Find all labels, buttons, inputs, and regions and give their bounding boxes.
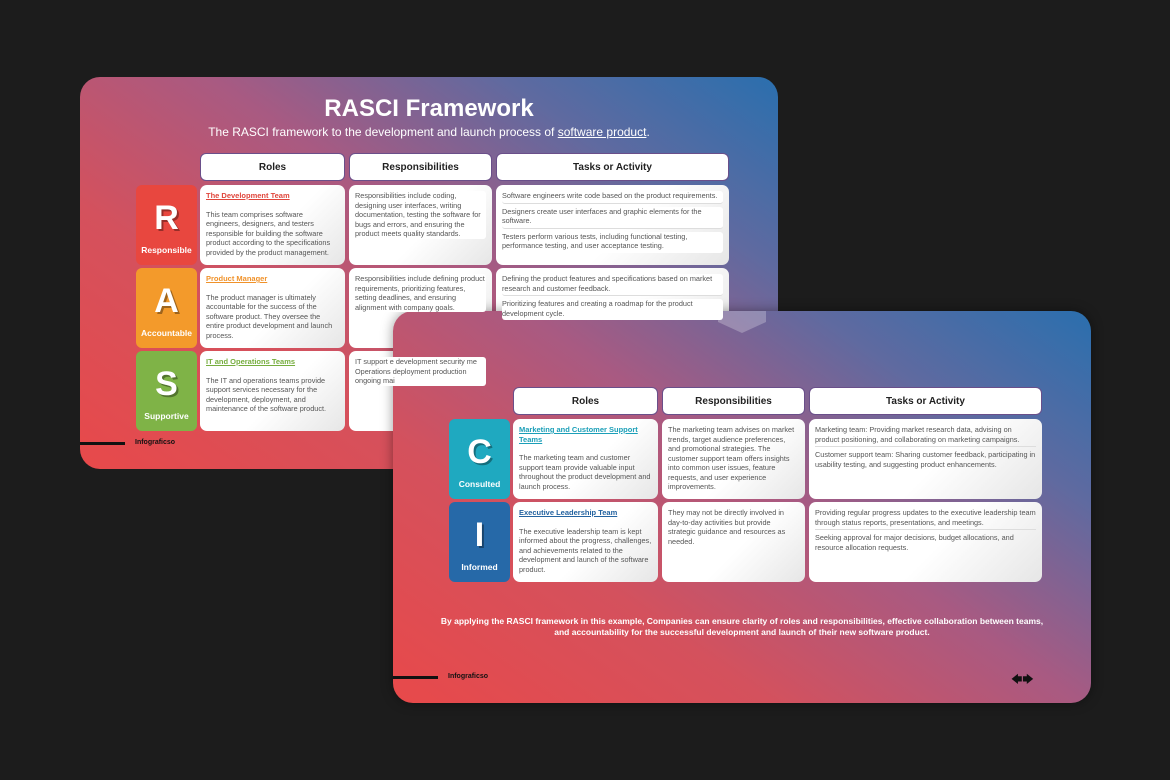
role-description: The marketing team and customer support …	[519, 453, 651, 491]
role-description: The executive leadership team is kept in…	[519, 526, 652, 574]
rasci-tile-consulted: C Consulted	[449, 419, 510, 499]
hexagon-decoration	[718, 311, 766, 333]
tasks-cell: Providing regular progress updates to th…	[809, 502, 1042, 582]
footer-bar	[393, 676, 438, 679]
task-item: Customer support team: Sharing customer …	[815, 450, 1036, 469]
tasks-cell: Software engineers write code based on t…	[496, 185, 729, 265]
role-title-link[interactable]: IT and Operations Teams	[206, 357, 296, 366]
letter-c-icon: C	[467, 433, 492, 471]
brand-label: Infograficso	[448, 673, 489, 680]
task-item: Providing regular progress updates to th…	[815, 508, 1036, 530]
header-1: Responsibilities	[349, 153, 492, 181]
responsibility-text: Responsibilities include coding, designi…	[355, 191, 486, 239]
responsibility-cell: The marketing team advises on market tre…	[662, 419, 805, 499]
tile-label: Supportive	[144, 411, 189, 421]
tile-label: Informed	[461, 562, 498, 572]
rasci-tile-accountable: A Accountable	[136, 268, 197, 348]
letter-s-icon: S	[155, 365, 178, 403]
task-item: Marketing team: Providing market researc…	[815, 425, 1036, 447]
letter-r-icon: R	[154, 199, 179, 237]
role-title-link[interactable]: Marketing and Customer Support Teams	[519, 425, 638, 444]
task-item: Testers perform various tests, including…	[502, 231, 723, 253]
slide-title: RASCI Framework	[324, 95, 534, 122]
brand-label: Infograficso	[135, 439, 176, 446]
role-title-link[interactable]: The Development Team	[206, 191, 290, 200]
role-title-link[interactable]: Product Manager	[206, 274, 268, 283]
letter-i-icon: I	[474, 516, 485, 554]
header-0: Roles	[200, 153, 345, 181]
task-item: Seeking approval for major decisions, bu…	[815, 533, 1014, 552]
role-description: The IT and operations teams provide supp…	[206, 375, 327, 414]
task-item: Software engineers write code based on t…	[502, 191, 723, 204]
role-title-link[interactable]: Executive Leadership Team	[519, 508, 618, 517]
task-item: Designers create user interfaces and gra…	[502, 206, 723, 229]
footer-summary: By applying the RASCI framework in this …	[440, 616, 1044, 637]
responsibility-text: They may not be directly involved in day…	[668, 508, 786, 546]
rasci-tile-responsible: R Responsible	[136, 185, 197, 265]
tile-label: Accountable	[140, 328, 192, 338]
subtitle-end: .	[646, 125, 650, 139]
header-2: Tasks or Activity	[496, 153, 729, 181]
letter-a-icon: A	[154, 282, 179, 320]
nav-arrows-icon[interactable]: 🡄🡆	[1011, 674, 1034, 686]
header-0: Roles	[513, 387, 658, 415]
task-item: Prioritizing features and creating a roa…	[502, 299, 723, 320]
rasci-tile-supportive: S Supportive	[136, 351, 197, 431]
responsibility-cell: Responsibilities include coding, designi…	[349, 185, 492, 265]
tile-label: Responsible	[141, 245, 192, 255]
task-item: Defining the product features and specif…	[502, 274, 723, 296]
subtitle-text: The RASCI framework to the development a…	[208, 125, 558, 139]
subtitle-link[interactable]: software product	[557, 125, 647, 139]
role-description: This team comprises software engineers, …	[206, 209, 331, 257]
responsibility-text: Responsibilities include defining produc…	[355, 274, 486, 312]
tasks-cell: Marketing team: Providing market researc…	[809, 419, 1042, 499]
header-2: Tasks or Activity	[809, 387, 1042, 415]
slide-subtitle: The RASCI framework to the development a…	[80, 125, 778, 139]
responsibility-text: The marketing team advises on market tre…	[668, 425, 795, 491]
footer-bar	[80, 442, 125, 445]
header-1: Responsibilities	[662, 387, 805, 415]
tile-label: Consulted	[458, 479, 501, 489]
responsibility-text: IT support e development security me Ope…	[355, 357, 486, 386]
role-description: The product manager is ultimately accoun…	[206, 292, 333, 340]
responsibility-cell: They may not be directly involved in day…	[662, 502, 805, 582]
rasci-tile-informed: I Informed	[449, 502, 510, 582]
